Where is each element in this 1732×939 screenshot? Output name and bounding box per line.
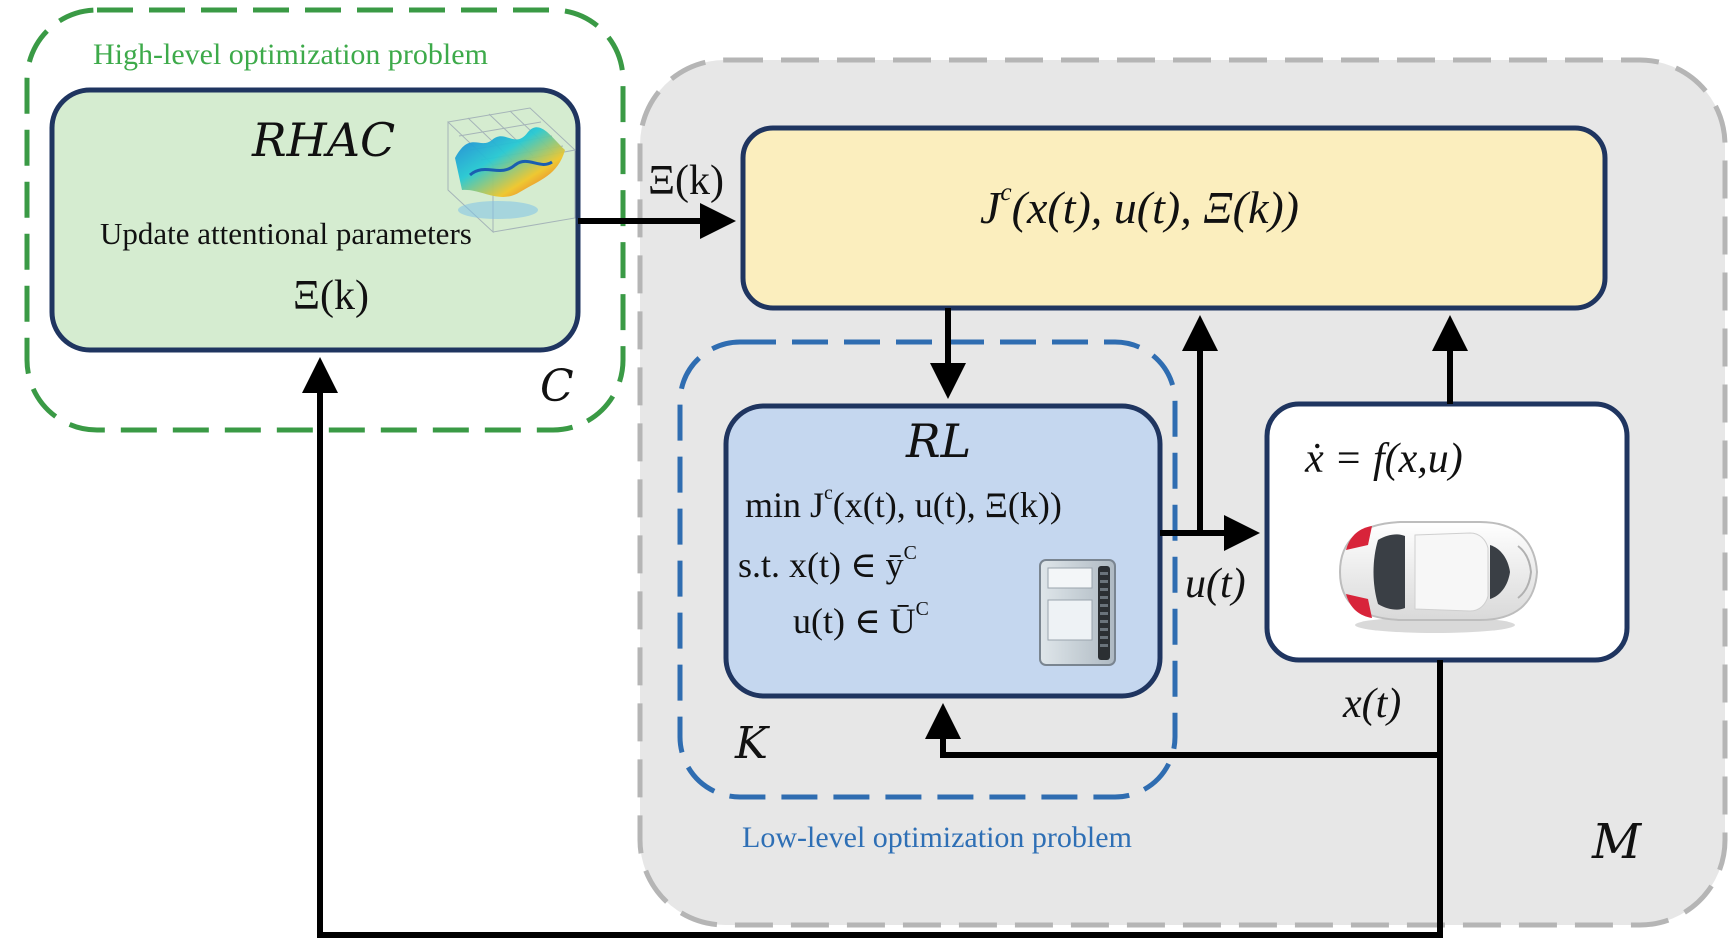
rhac-param: Ξ(k) [293,273,369,319]
state-signal-label: x(t) [1343,681,1402,727]
cost-args: (x(t), u(t), Ξ(k)) [1011,182,1299,233]
controller-module-icon [1039,559,1116,666]
high-level-set-symbol: C [540,361,574,412]
k-set-symbol: K [735,718,768,769]
cost-box [740,125,1608,311]
rl-min-sup: c [824,482,833,505]
rl-u-pre: u(t) ∈ Ū [793,601,916,641]
rl-min-pre: min J [745,485,825,525]
rhac-title: RHAC [252,113,396,167]
plant-dynamics: ẋ = f(x,u) [1305,436,1463,482]
cost-J: J [980,182,1001,233]
cost-function-label: Jc(x(t), u(t), Ξ(k)) [980,180,1299,233]
high-level-caption: High-level optimization problem [93,38,488,71]
rl-st-sup: C [903,542,917,565]
rl-u-line: u(t) ∈ ŪC [793,599,929,641]
arrow-x-to-rhac [302,357,1443,938]
rl-min-line: min Jc(x(t), u(t), Ξ(k)) [745,483,1062,525]
rhac-update-label: Update attentional parameters [100,216,472,251]
rl-u-sup: C [915,598,929,621]
rl-st-line: s.t. x(t) ∈ ȳC [738,543,917,585]
car-icon [1338,521,1539,633]
arrow-xi-label: Ξ(k) [648,158,724,204]
arrow-x-to-rl [925,660,1443,758]
low-level-caption: Low-level optimization problem [742,821,1132,854]
surface-plot-icon [446,107,577,234]
k-region [677,339,1178,800]
control-signal-label: u(t) [1185,561,1246,607]
low-level-set-symbol: M [1592,814,1642,870]
rl-min-post: (x(t), u(t), Ξ(k)) [832,485,1062,525]
rl-title: RL [906,414,972,468]
cost-c: c [1000,178,1012,207]
rl-st-pre: s.t. x(t) ∈ ȳ [738,545,904,585]
